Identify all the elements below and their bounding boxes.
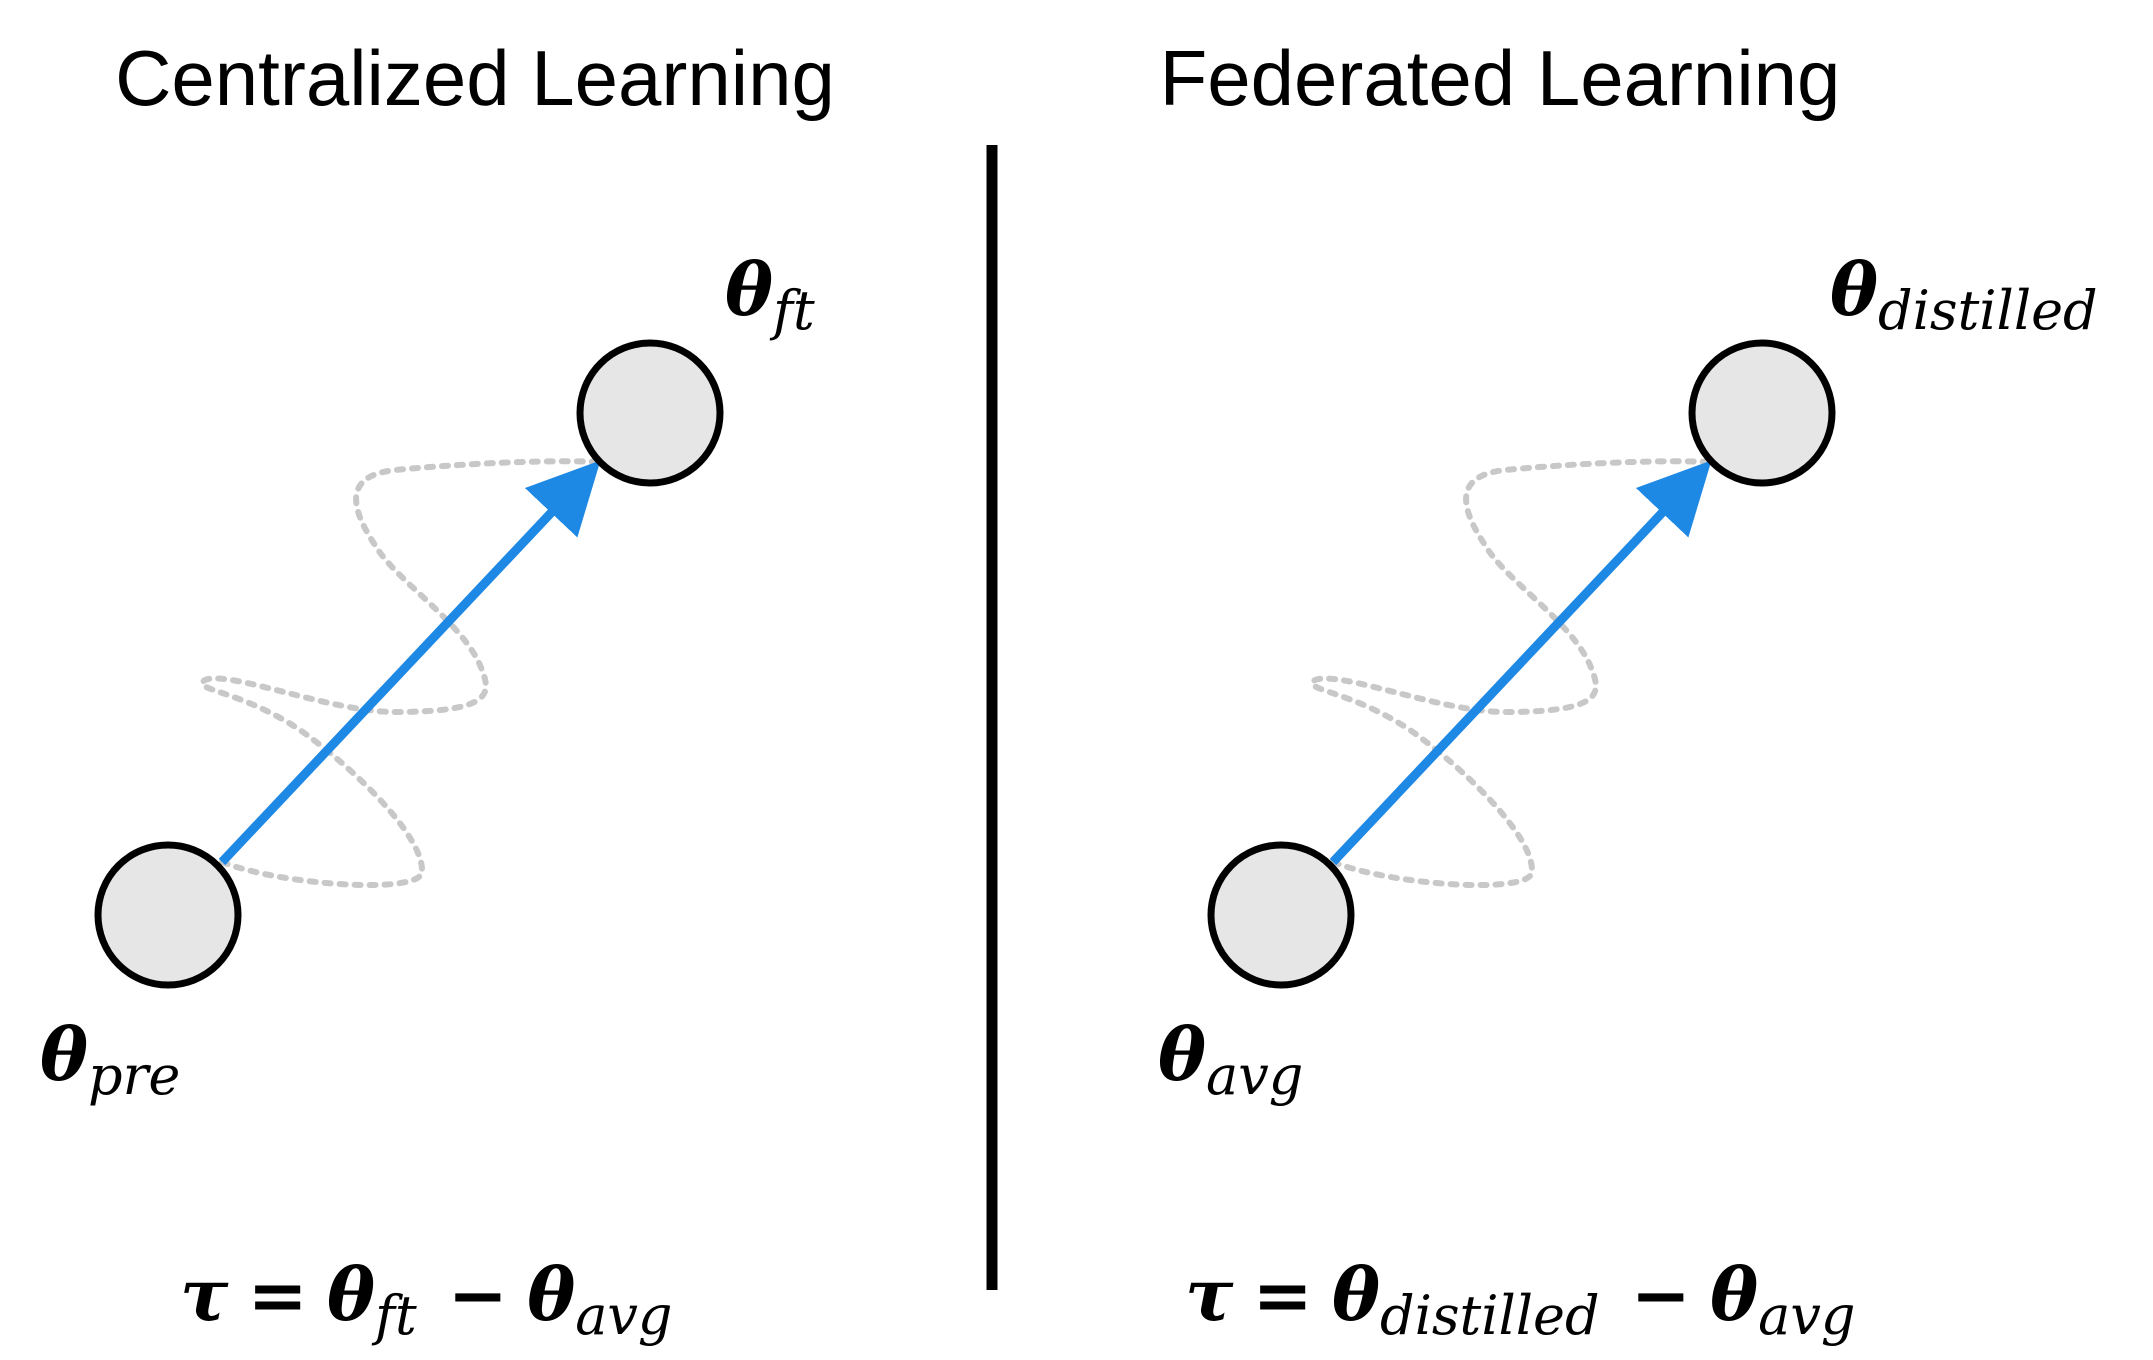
right-end-node: [1688, 339, 1836, 487]
left-end-node: [576, 339, 724, 487]
right-panel-title: Federated Learning: [1160, 34, 1841, 122]
right-start-node: [1207, 841, 1355, 989]
left-start-label: θpre: [40, 1012, 180, 1107]
right-formula: τ = θdistilled − θavg: [1185, 1252, 1855, 1347]
left-panel-title: Centralized Learning: [115, 34, 835, 122]
left-start-node: [94, 841, 242, 989]
right-optimization-path: [1309, 458, 1713, 889]
left-panel: Centralized Learning θpre θft τ = θft − …: [40, 34, 835, 1347]
left-end-label: θft: [725, 247, 815, 342]
right-panel: Federated Learning θavg θdistilled τ = θ…: [1158, 34, 2098, 1347]
right-task-vector-arrow: [1329, 460, 1712, 866]
right-end-label: θdistilled: [1830, 247, 2098, 342]
left-task-vector-arrow: [218, 460, 601, 866]
left-optimization-path: [199, 458, 603, 889]
right-start-label: θavg: [1158, 1012, 1303, 1107]
left-formula: τ = θft − θavg: [180, 1252, 673, 1347]
